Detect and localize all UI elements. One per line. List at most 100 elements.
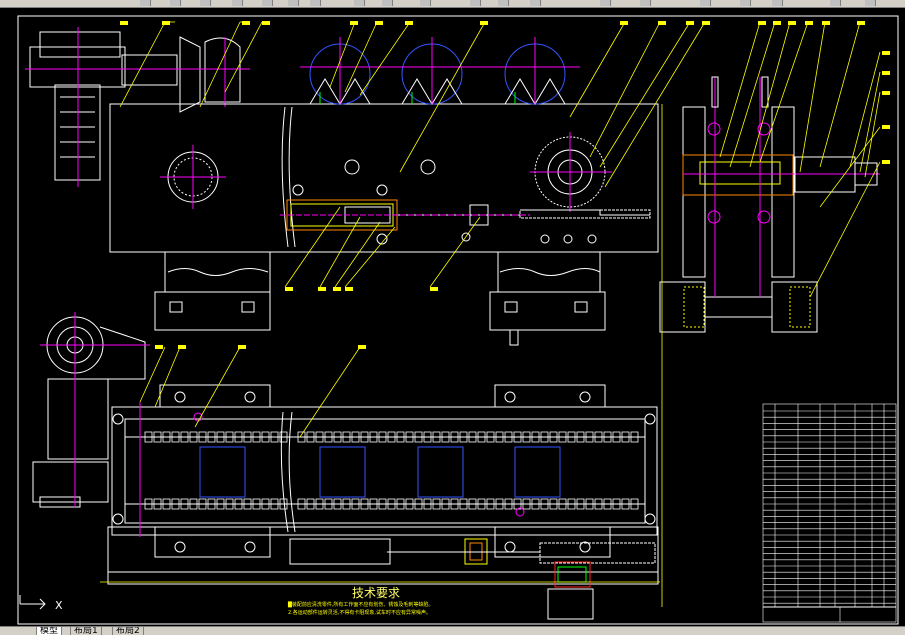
toolbar-button[interactable]	[470, 0, 481, 6]
chain-link	[432, 431, 441, 443]
toolbar-button[interactable]	[310, 0, 321, 6]
chain-link	[585, 431, 594, 443]
chain-link	[279, 498, 288, 510]
toolbar-button[interactable]	[640, 0, 651, 6]
chain-link	[369, 431, 378, 443]
leader-tags	[120, 21, 890, 349]
chain-link	[279, 431, 288, 443]
toolbar-button[interactable]	[382, 0, 393, 6]
chain-link	[495, 431, 504, 443]
chain-link	[270, 498, 279, 510]
chain-link	[351, 498, 360, 510]
chain-link	[576, 431, 585, 443]
chain-link	[630, 498, 639, 510]
chain-link	[603, 431, 612, 443]
tab-layout1[interactable]: 布局1	[70, 627, 102, 635]
chain-link	[207, 431, 216, 443]
toolbar-button[interactable]	[498, 0, 509, 6]
chain-link	[459, 498, 468, 510]
chain-link	[225, 431, 234, 443]
chain-link	[594, 498, 603, 510]
toolbar-button[interactable]	[740, 0, 751, 6]
chain-link	[522, 498, 531, 510]
conveyor-chains	[144, 431, 639, 510]
chain-link	[378, 498, 387, 510]
chain-link	[216, 498, 225, 510]
toolbar-button[interactable]	[865, 0, 876, 6]
chain-link	[234, 431, 243, 443]
chain-link	[540, 431, 549, 443]
chain-link	[450, 498, 459, 510]
conveyor-bolts	[112, 391, 656, 553]
chain-link	[621, 431, 630, 443]
chain-link	[171, 498, 180, 510]
chain-link	[198, 498, 207, 510]
motor-bottom	[32, 312, 150, 508]
drawing-frame	[17, 15, 899, 625]
main-frame-top	[109, 103, 659, 331]
toolbar-button[interactable]	[140, 0, 151, 6]
chain-link	[459, 431, 468, 443]
toolbar-button[interactable]	[530, 0, 541, 6]
chain-link	[468, 431, 477, 443]
chain-link	[252, 431, 261, 443]
chain-link	[171, 431, 180, 443]
layout-tab-bar: 模型 布局1 布局2	[0, 626, 905, 635]
chain-link	[189, 498, 198, 510]
chain-link	[270, 431, 279, 443]
conveyor-plan	[107, 329, 659, 620]
chain-link	[567, 431, 576, 443]
tab-model[interactable]: 模型	[36, 627, 63, 635]
bom-table	[762, 403, 897, 623]
toolbar-button[interactable]	[700, 0, 711, 6]
chain-link	[621, 498, 630, 510]
toolbar-button[interactable]	[232, 0, 243, 6]
chain-link	[567, 498, 576, 510]
toolbar-button[interactable]	[170, 0, 181, 6]
chain-link	[612, 431, 621, 443]
chain-link	[486, 431, 495, 443]
chain-link	[180, 498, 189, 510]
chain-link	[378, 431, 387, 443]
bolt-holes-top	[461, 232, 597, 244]
chain-link	[342, 431, 351, 443]
toolbar-strip	[0, 0, 905, 8]
chain-link	[603, 498, 612, 510]
toolbar-button[interactable]	[288, 0, 299, 6]
toolbar-button[interactable]	[420, 0, 431, 6]
drawing-canvas[interactable]	[0, 7, 905, 626]
chain-link	[414, 498, 423, 510]
side-section-view	[659, 76, 880, 333]
toolbar-button[interactable]	[262, 0, 273, 6]
chain-link	[576, 498, 585, 510]
chain-link	[333, 498, 342, 510]
chain-link	[387, 431, 396, 443]
toolbar-button[interactable]	[354, 0, 365, 6]
gear	[519, 132, 651, 219]
chain-link	[432, 498, 441, 510]
cylinder-top	[280, 184, 530, 245]
chain-link	[531, 431, 540, 443]
leader-lines	[100, 21, 881, 607]
chain-link	[324, 431, 333, 443]
tab-layout2[interactable]: 布局2	[112, 627, 144, 635]
chain-link	[558, 431, 567, 443]
chain-link	[405, 431, 414, 443]
chain-link	[369, 498, 378, 510]
chain-link	[162, 431, 171, 443]
toolbar-button[interactable]	[200, 0, 211, 6]
toolbar-button[interactable]	[600, 0, 611, 6]
chain-link	[423, 498, 432, 510]
chain-link	[180, 431, 189, 443]
chain-link	[360, 431, 369, 443]
chain-link	[387, 498, 396, 510]
toolbar-button[interactable]	[772, 0, 783, 6]
toolbar-button[interactable]	[830, 0, 841, 6]
chain-link	[504, 431, 513, 443]
chain-link	[396, 431, 405, 443]
chain-link	[324, 498, 333, 510]
body-holes	[160, 145, 436, 209]
chain-link	[477, 431, 486, 443]
chain-link	[441, 431, 450, 443]
chain-link	[351, 431, 360, 443]
